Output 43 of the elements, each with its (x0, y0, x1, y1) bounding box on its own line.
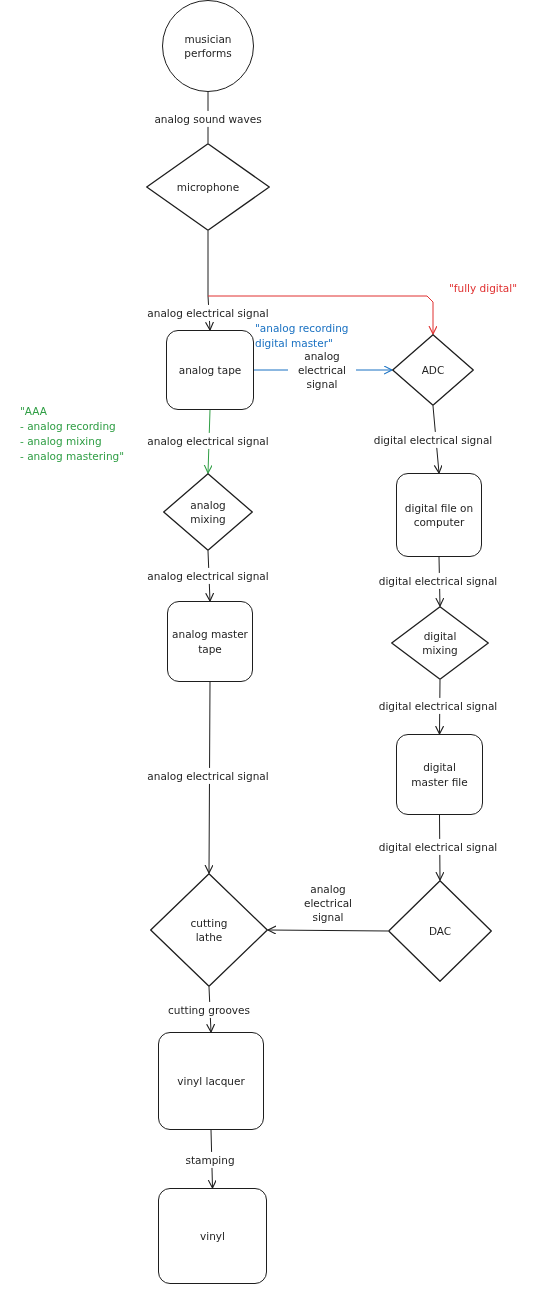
edge-label: digital electrical signal (371, 431, 495, 449)
node-label: vinyl (200, 1228, 225, 1244)
edge-label: stamping (183, 1151, 237, 1169)
decision-diamond (392, 334, 474, 406)
edge-label: cutting grooves (166, 1001, 252, 1019)
process-box (166, 330, 254, 410)
node-label: microphone (176, 179, 240, 195)
edge-label: digital electrical signal (376, 697, 500, 715)
annotation-text: - analog mastering" (20, 449, 125, 464)
annotation-text: - analog mixing (20, 434, 102, 449)
decision-diamond (388, 880, 492, 982)
node-label: digital mixing (421, 628, 459, 658)
process-box (396, 734, 483, 815)
edge-label: analog sound waves (152, 110, 264, 128)
decision-diamond (146, 143, 270, 231)
arrow (207, 295, 438, 335)
edge-label: digital electrical signal (376, 572, 500, 590)
decision-diamond (150, 873, 268, 987)
decision-diamond (391, 606, 489, 680)
node-label: digital master file (410, 760, 469, 789)
process-box (158, 1032, 264, 1130)
edge-label: analog electrical signal (145, 767, 271, 785)
edge-label: analog electrical signal (145, 304, 271, 322)
arrow (204, 681, 214, 874)
edge-label: analog electrical signal (145, 567, 271, 585)
edge-label: digital electrical signal (376, 838, 500, 856)
node-label: vinyl lacquer (177, 1073, 245, 1089)
decision-diamond (163, 473, 253, 551)
process-box (396, 473, 482, 557)
node-label: ADC (421, 362, 445, 378)
process-box (167, 601, 253, 682)
node-label: digital file on computer (403, 500, 475, 530)
node-label: analog master tape (171, 627, 249, 656)
node-label: analog mixing (189, 497, 227, 527)
node-label: cutting lathe (189, 915, 229, 945)
process-box (158, 1188, 267, 1284)
node-label: DAC (428, 923, 452, 939)
edge-label: analog electrical signal (145, 432, 271, 450)
node-label: musician performs (183, 31, 233, 61)
annotation-text: "AAA (20, 404, 47, 419)
annotation-text: - analog recording (20, 419, 116, 434)
node-label: analog tape (178, 362, 242, 378)
arrow (267, 925, 389, 935)
